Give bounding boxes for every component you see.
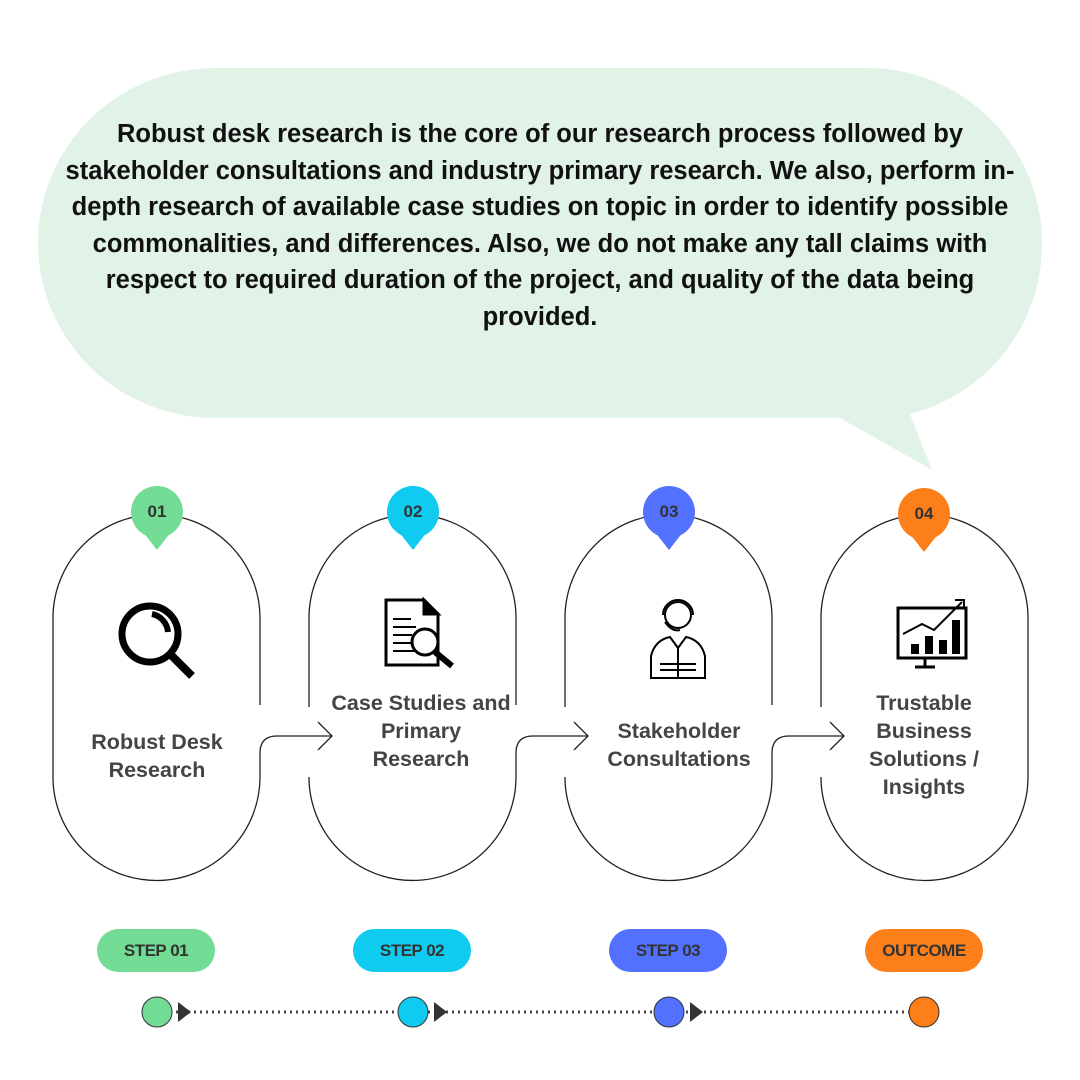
- step-title-2: Case Studies and Primary Research: [331, 691, 511, 771]
- pill-outline-1: [52, 513, 261, 882]
- document-search-icon: [384, 596, 454, 669]
- speech-bubble: [38, 67, 1043, 470]
- connector-arrow-1: [259, 721, 333, 754]
- connector-arrow-3: [771, 721, 845, 754]
- pill-outline-4: [820, 513, 1029, 882]
- step-number-4: 04: [914, 504, 934, 523]
- step-number-1: 01: [147, 502, 167, 521]
- step-title-3: Stakeholder Consultations: [607, 719, 751, 771]
- marker-04: [898, 488, 950, 552]
- pill-outline-3: [564, 513, 773, 882]
- growth-chart-monitor-icon: [896, 599, 968, 669]
- step-tag-1: STEP 01: [97, 929, 215, 972]
- marker-03: [643, 486, 695, 550]
- magnifier-icon: [118, 602, 195, 679]
- connector-arrow-2: [515, 721, 589, 754]
- timeline-dot-3: [653, 996, 685, 1028]
- step-tag-3: STEP 03: [609, 929, 727, 972]
- step-title-4: Trustable Business Solutions / Insights: [869, 691, 979, 799]
- intro-text: Robust desk research is the core of our …: [65, 120, 1015, 331]
- timeline-dot-4: [908, 996, 940, 1028]
- timeline: [141, 996, 940, 1028]
- marker-02: [387, 486, 439, 550]
- step-title-1: Robust Desk Research: [91, 730, 223, 782]
- marker-01: [131, 486, 183, 550]
- step-number-2: 02: [403, 502, 423, 521]
- step-number-3: 03: [659, 502, 679, 521]
- call-center-agent-icon: [650, 599, 706, 679]
- step-tag-outcome: OUTCOME: [865, 929, 983, 972]
- timeline-dot-2: [397, 996, 429, 1028]
- timeline-dot-1: [141, 996, 173, 1028]
- step-tag-2: STEP 02: [353, 929, 471, 972]
